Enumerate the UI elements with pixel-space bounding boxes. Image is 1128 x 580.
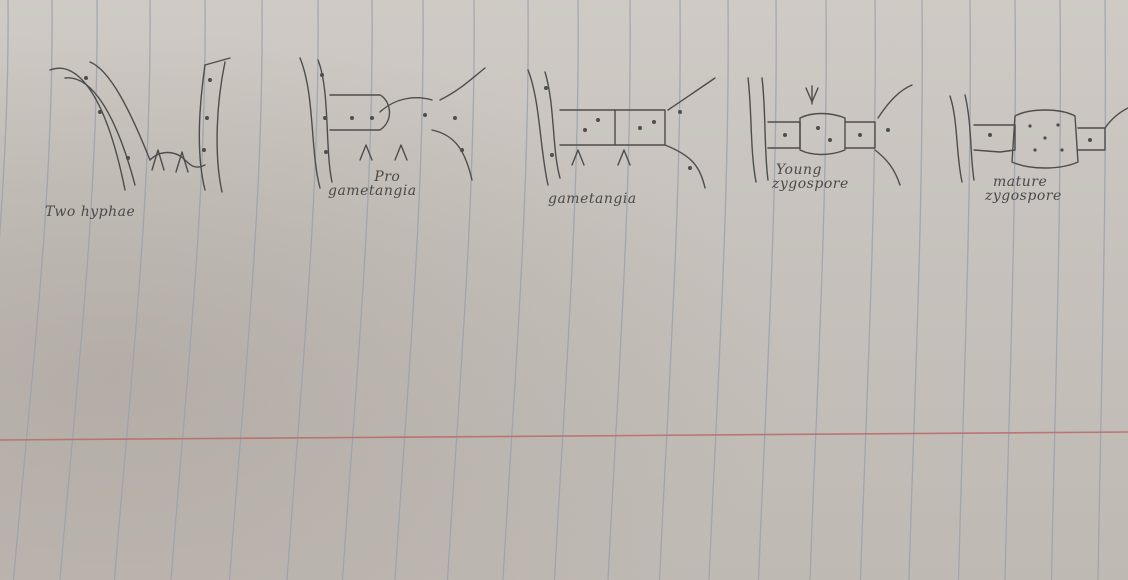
- stage-2-label-line-2: gametangia: [328, 183, 417, 199]
- ruled-line: [658, 0, 681, 580]
- stage-3-label: gametangia: [548, 192, 637, 206]
- ruled-line: [286, 0, 319, 580]
- stage-2-label-line-1: Pro: [374, 169, 401, 185]
- stage-1-label-line-1: Two hyphae: [45, 204, 136, 220]
- stage-5-label-line-2: zygospore: [985, 188, 1062, 204]
- stage-3-label-line-1: gametangia: [548, 191, 637, 207]
- ruled-line: [1097, 0, 1107, 580]
- stage-1-label: Two hyphae: [45, 205, 135, 219]
- ruled-line: [446, 0, 475, 580]
- ruled-line: [502, 0, 529, 580]
- ruled-line: [12, 0, 53, 580]
- stage-4-label: Young zygospore: [772, 163, 849, 191]
- ruled-line: [757, 0, 777, 580]
- stage-3-gametangia-drawing: [527, 69, 716, 189]
- margin-line: [0, 431, 1128, 441]
- ruled-line: [708, 0, 729, 580]
- stage-2-progametangia-drawing: [299, 57, 486, 189]
- ruled-line: [170, 0, 206, 580]
- ruled-line: [1050, 0, 1061, 580]
- stage-2-label: Pro gametangia: [328, 170, 417, 198]
- ruled-line: [859, 0, 876, 580]
- ruled-line: [1004, 0, 1016, 580]
- stage-4-young-zygospore-drawing: [747, 77, 913, 186]
- ruled-line: [113, 0, 151, 580]
- stage-4-label-line-2: zygospore: [772, 176, 849, 192]
- stage-5-mature-zygospore-drawing: [949, 94, 1128, 183]
- ruled-line: [228, 0, 263, 580]
- ruled-line: [908, 0, 923, 580]
- stage-5-label-line-1: mature: [993, 174, 1048, 190]
- ruled-line: [394, 0, 424, 580]
- ruled-line: [957, 0, 971, 580]
- stage-1-two-hyphae-drawing: [49, 57, 231, 193]
- ruled-line: [59, 0, 98, 580]
- ruled-line: [607, 0, 631, 580]
- ruled-line: [553, 0, 579, 580]
- ruled-line: [341, 0, 373, 580]
- ruled-line: [0, 0, 9, 240]
- stage-4-label-line-1: Young: [776, 162, 822, 178]
- stage-5-label: mature zygospore: [985, 175, 1062, 203]
- ruled-line: [809, 0, 827, 580]
